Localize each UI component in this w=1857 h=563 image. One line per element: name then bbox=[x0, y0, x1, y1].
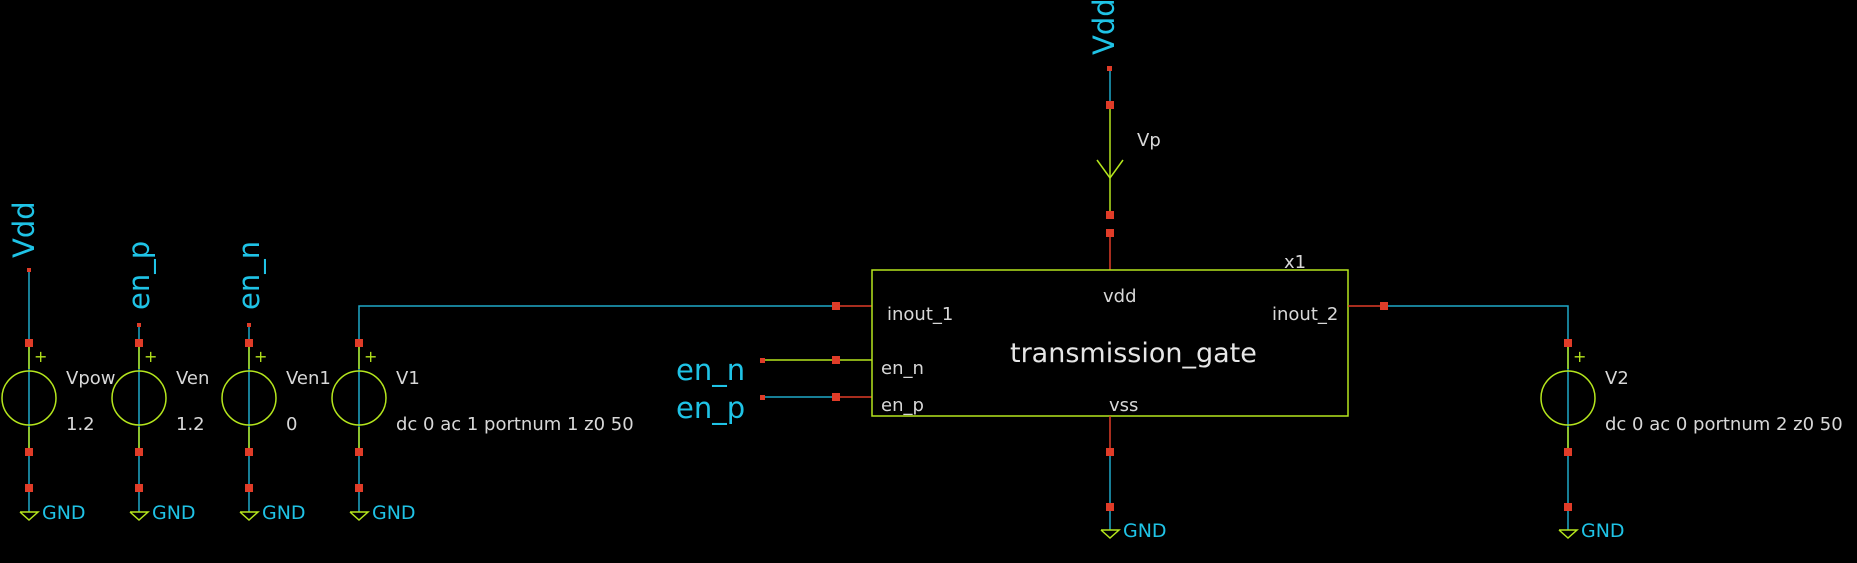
source-ven[interactable]: en_p + Ven 1.2 GND bbox=[111, 241, 209, 524]
source-vpow[interactable]: Vdd + Vpow 1.2 GND bbox=[1, 201, 115, 524]
wire-pin bbox=[832, 356, 840, 364]
plus-sign: + bbox=[1573, 347, 1586, 366]
plus-sign: + bbox=[144, 347, 157, 366]
subckt-instance: x1 bbox=[1284, 252, 1306, 273]
voltage-source-symbol bbox=[111, 370, 167, 426]
wire-end-pin bbox=[760, 395, 765, 400]
plus-sign: + bbox=[34, 347, 47, 366]
net-label-vdd: Vdd bbox=[7, 201, 41, 258]
net-label-vdd-top: Vdd bbox=[1087, 0, 1121, 55]
ground-icon bbox=[129, 511, 150, 522]
pin-label-en-n: en_n bbox=[881, 358, 924, 379]
ground-label: GND bbox=[42, 502, 86, 524]
ground-icon bbox=[349, 511, 370, 522]
ground-pin bbox=[25, 484, 33, 492]
source-value: 1.2 bbox=[176, 414, 205, 435]
source-v2[interactable]: + V2 dc 0 ac 0 portnum 2 z0 50 GND bbox=[1348, 302, 1843, 542]
net-label-en-p-input: en_p bbox=[676, 391, 745, 425]
pin-label-vss: vss bbox=[1109, 395, 1138, 416]
probe-pin-top bbox=[1106, 101, 1114, 109]
wire-inout-1 bbox=[358, 305, 836, 512]
subckt-title: transmission_gate bbox=[1010, 338, 1257, 369]
voltage-source-symbol bbox=[331, 370, 387, 426]
source-v1[interactable]: + V1 dc 0 ac 1 portnum 1 z0 50 GND bbox=[331, 302, 872, 524]
pin-label-vdd: vdd bbox=[1103, 286, 1137, 307]
ground-label: GND bbox=[1123, 520, 1167, 542]
wire-inout-2 bbox=[1388, 305, 1569, 530]
ground-pin bbox=[355, 484, 363, 492]
input-en-p[interactable]: en_p bbox=[676, 391, 872, 425]
wire-end-pin bbox=[247, 323, 251, 327]
source-value: 1.2 bbox=[66, 414, 95, 435]
net-label-en-p: en_p bbox=[122, 241, 156, 310]
source-name: Ven bbox=[176, 368, 209, 389]
wire-end-pin bbox=[1107, 66, 1112, 71]
source-name: Vpow bbox=[66, 368, 115, 389]
ground-pin bbox=[1106, 503, 1114, 511]
pin-label-inout-2: inout_2 bbox=[1272, 304, 1338, 325]
ground-label: GND bbox=[262, 502, 306, 524]
source-value: dc 0 ac 1 portnum 1 z0 50 bbox=[396, 414, 634, 435]
probe-pin-bottom bbox=[1106, 211, 1114, 219]
source-pin-minus bbox=[25, 448, 33, 456]
source-pin-plus bbox=[245, 339, 253, 347]
ground-icon bbox=[1558, 529, 1579, 540]
ground-label: GND bbox=[152, 502, 196, 524]
source-ven1[interactable]: en_n + Ven1 0 GND bbox=[221, 241, 331, 524]
source-value: 0 bbox=[286, 414, 297, 435]
probe-vp[interactable]: Vdd Vp bbox=[1087, 0, 1161, 270]
ground-pin bbox=[135, 484, 143, 492]
plus-sign: + bbox=[254, 347, 267, 366]
subckt-pin-vss bbox=[1106, 448, 1114, 456]
voltage-source-symbol bbox=[1, 370, 57, 426]
voltage-source-symbol bbox=[1540, 370, 1596, 426]
source-pin-plus bbox=[25, 339, 33, 347]
source-pin-minus bbox=[355, 448, 363, 456]
wire-end-pin bbox=[760, 358, 765, 363]
source-pin-plus bbox=[135, 339, 143, 347]
ground-pin bbox=[245, 484, 253, 492]
subckt-pin-vdd bbox=[1106, 229, 1114, 237]
probe-name: Vp bbox=[1137, 130, 1161, 151]
ground-icon bbox=[1100, 529, 1121, 540]
source-name: Ven1 bbox=[286, 368, 331, 389]
wire-pin bbox=[832, 393, 840, 401]
source-value: dc 0 ac 0 portnum 2 z0 50 bbox=[1605, 414, 1843, 435]
source-name: V2 bbox=[1605, 368, 1629, 389]
probe-arrow-icon bbox=[1096, 159, 1124, 180]
net-label-en-n-input: en_n bbox=[676, 353, 745, 387]
source-pin-plus bbox=[1564, 339, 1572, 347]
wire-end-pin bbox=[27, 268, 31, 272]
source-pin-minus bbox=[245, 448, 253, 456]
source-pin-minus bbox=[135, 448, 143, 456]
wire-pin bbox=[832, 302, 840, 310]
source-name: V1 bbox=[396, 368, 420, 389]
net-label-en-n: en_n bbox=[232, 241, 266, 310]
ground-label: GND bbox=[1581, 520, 1625, 542]
pin-label-inout-1: inout_1 bbox=[887, 304, 953, 325]
input-en-n[interactable]: en_n bbox=[676, 353, 872, 387]
ground-icon bbox=[19, 511, 40, 522]
pin-label-en-p: en_p bbox=[881, 395, 924, 416]
wire-pin bbox=[1380, 302, 1388, 310]
ground-label: GND bbox=[372, 502, 416, 524]
voltage-source-symbol bbox=[221, 370, 277, 426]
vss-ground[interactable]: GND bbox=[1100, 416, 1167, 542]
source-pin-minus bbox=[1564, 448, 1572, 456]
ground-pin bbox=[1564, 503, 1572, 511]
ground-icon bbox=[239, 511, 260, 522]
source-pin-plus bbox=[355, 339, 363, 347]
plus-sign: + bbox=[364, 347, 377, 366]
subckt-transmission-gate[interactable]: x1 transmission_gate vdd vss inout_1 ino… bbox=[871, 252, 1349, 417]
wire-end-pin bbox=[137, 323, 141, 327]
